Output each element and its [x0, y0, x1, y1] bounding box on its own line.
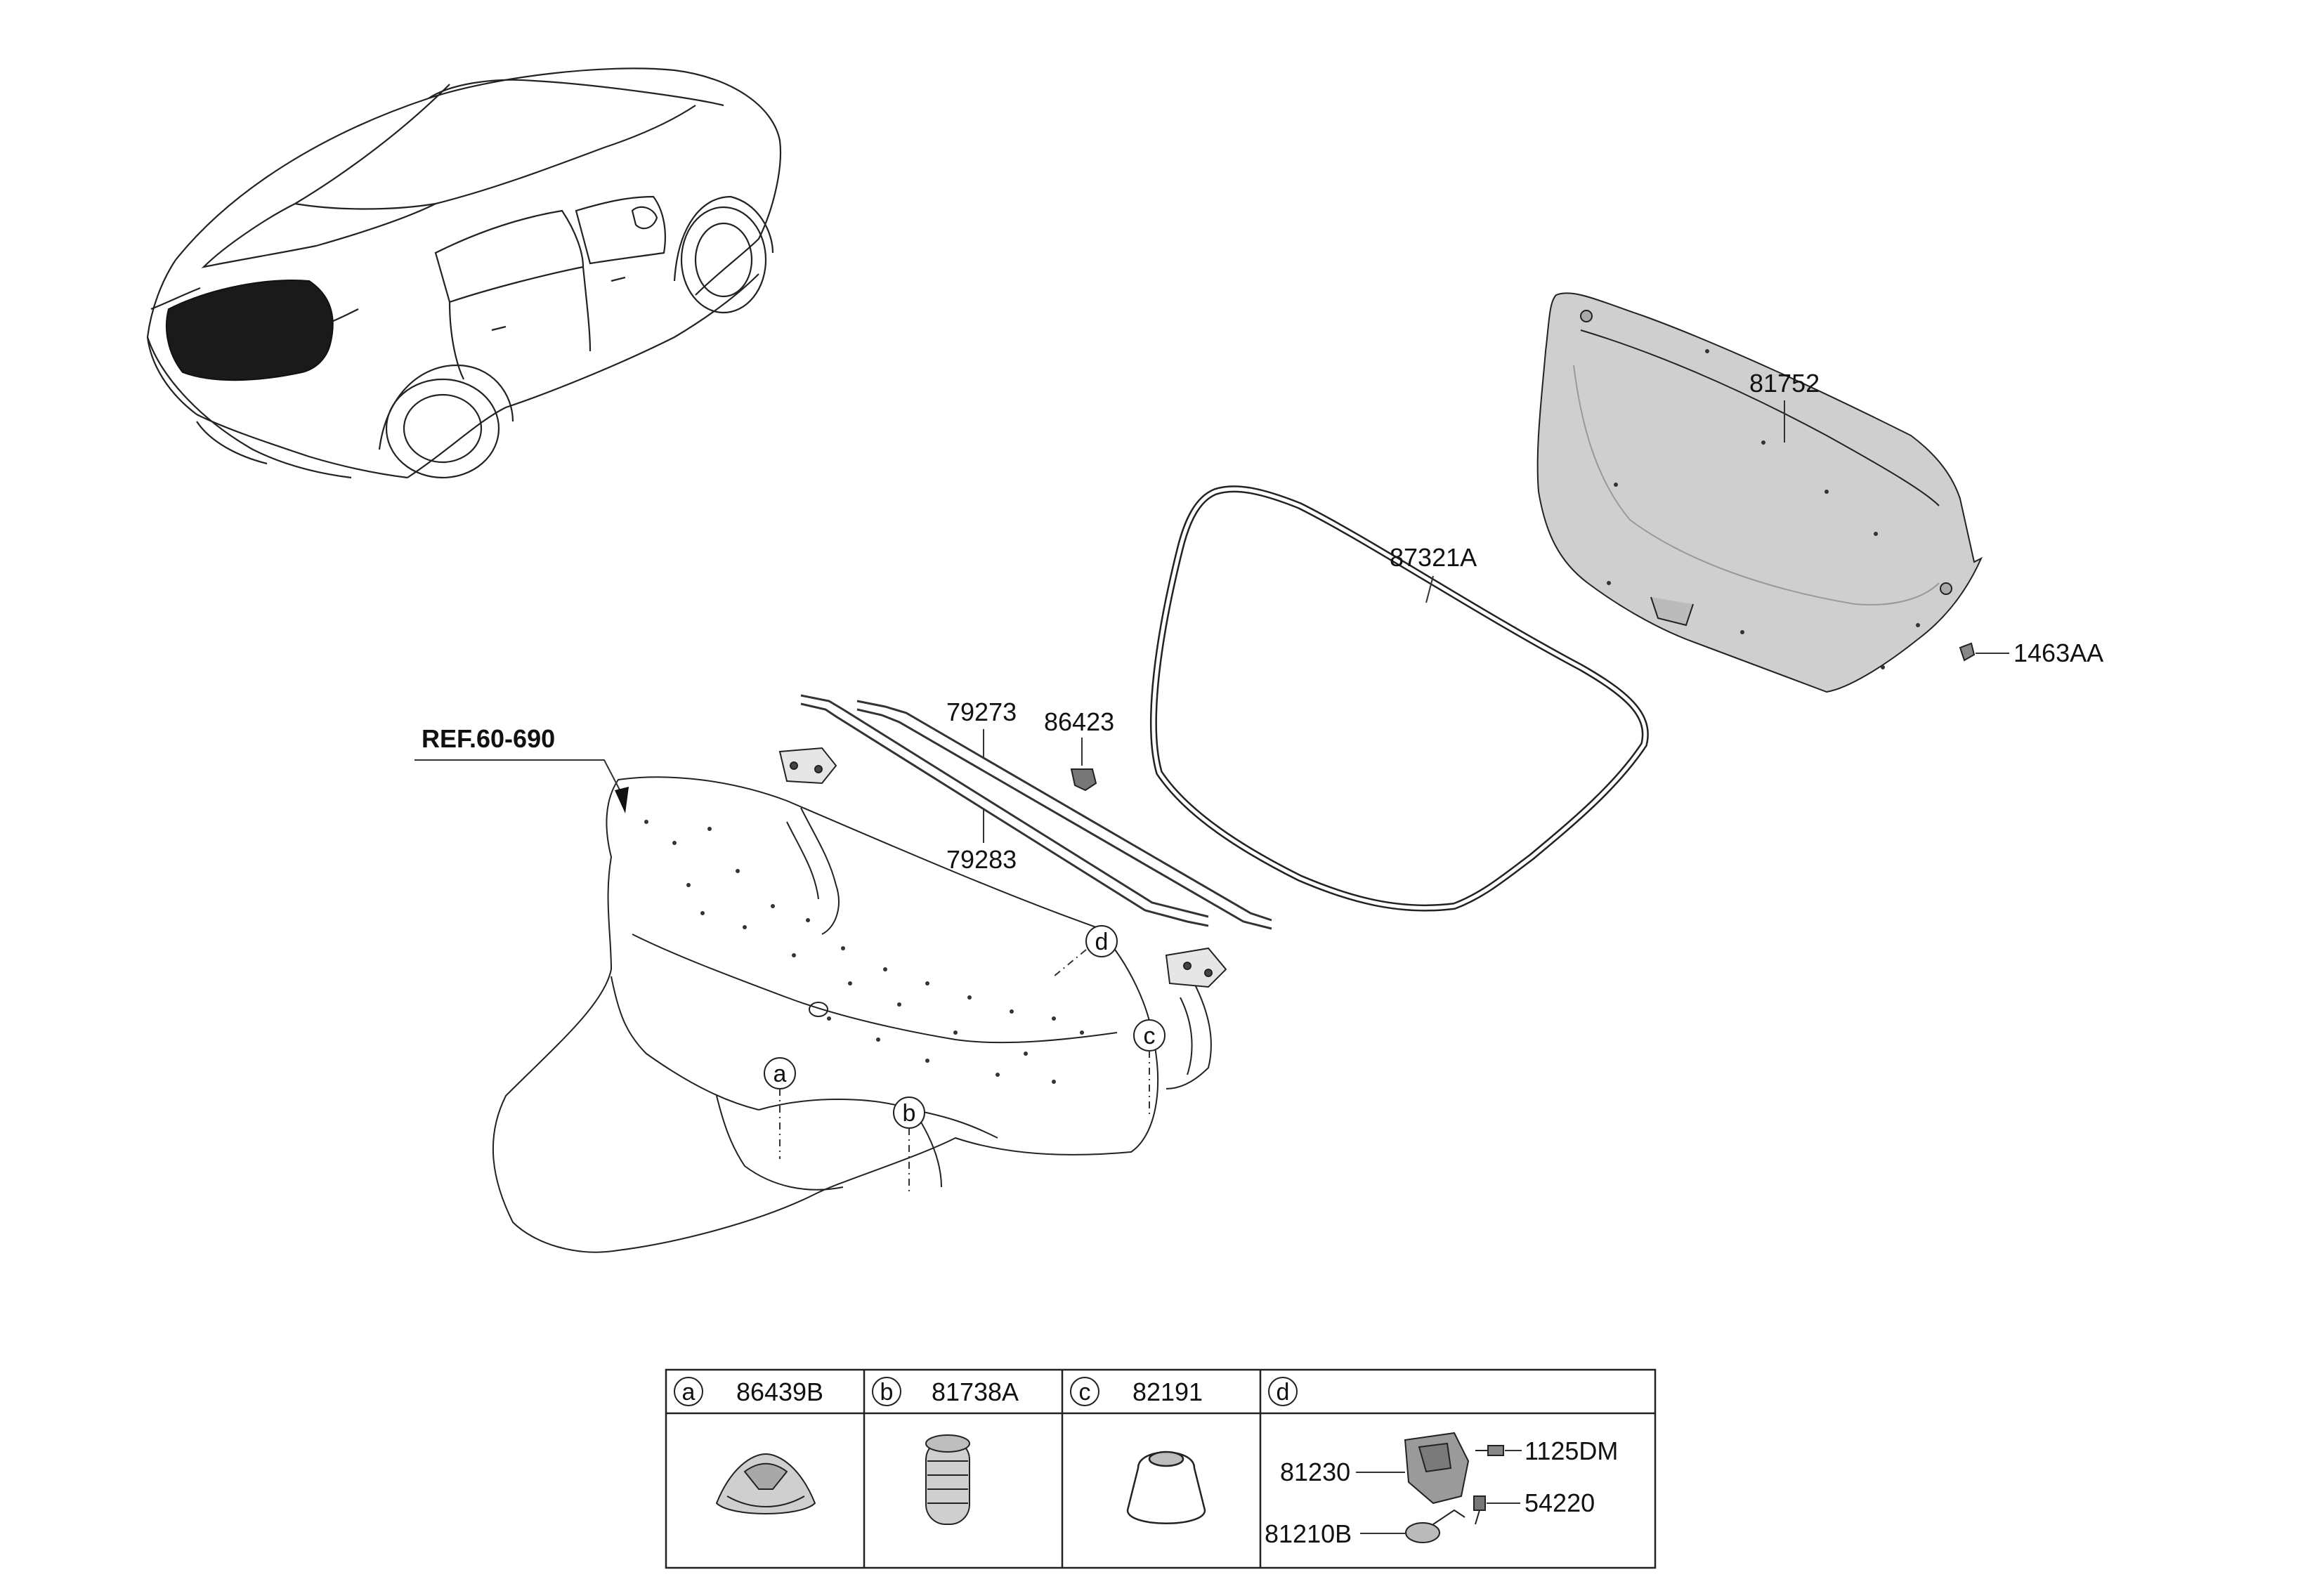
svg-text:d: d [1095, 929, 1109, 955]
lid-surface-holes [644, 820, 1084, 1084]
label-81210B: 81210B [1265, 1519, 1352, 1548]
legend-table [665, 1368, 1657, 1569]
torsion-rods [800, 694, 1272, 930]
label-79273: 79273 [946, 698, 1017, 726]
label-79283: 79283 [946, 845, 1017, 874]
part-81738A-illustration [925, 1434, 970, 1525]
label-86423: 86423 [1044, 707, 1114, 736]
ref-label: REF.60-690 [422, 724, 555, 753]
svg-text:d: d [1277, 1379, 1290, 1406]
svg-text:c: c [1079, 1379, 1091, 1406]
label-87321A: 87321A [1390, 543, 1477, 572]
svg-text:b: b [880, 1379, 894, 1406]
ref-leader [414, 759, 622, 794]
legend-header-b: b 81738A [872, 1377, 1019, 1406]
vehicle-overview-illustration [146, 67, 782, 479]
legend-header-a: a 86439B [674, 1377, 823, 1406]
legend-header-d: d [1268, 1377, 1298, 1406]
part-1125DM-illustration [1475, 1445, 1504, 1456]
trunk-lid-highlight [166, 280, 334, 381]
legend-part-b: 81738A [932, 1377, 1019, 1406]
svg-text:a: a [773, 1061, 787, 1087]
part-81230-illustration [1404, 1432, 1470, 1505]
label-54220: 54220 [1525, 1488, 1595, 1517]
bumper-86423-part [1070, 768, 1097, 792]
part-86439B-illustration [715, 1453, 816, 1514]
trunk-lid-drawing [492, 776, 1212, 1253]
label-81230: 81230 [1280, 1458, 1350, 1486]
hinge-bracket-left [778, 747, 837, 785]
legend-header-c: c 82191 [1070, 1377, 1203, 1406]
callout-c: c [1133, 1019, 1166, 1052]
legend-part-a: 86439B [736, 1377, 823, 1406]
svg-text:b: b [903, 1100, 916, 1127]
hinge-bracket-right [1165, 947, 1227, 988]
weatherstrip-87321A [1149, 485, 1649, 912]
callout-d: d [1085, 925, 1118, 957]
svg-text:c: c [1144, 1023, 1156, 1049]
lid-hole-large [809, 1002, 828, 1017]
callout-d-line [1053, 949, 1087, 977]
part-81210B-illustration [1405, 1509, 1465, 1543]
trim-panel-holes [1607, 349, 1920, 669]
part-54220-illustration [1473, 1495, 1486, 1525]
label-81752: 81752 [1749, 369, 1820, 398]
label-1125DM: 1125DM [1525, 1436, 1618, 1465]
part-82191-illustration [1126, 1451, 1206, 1524]
trunk-trim-panel-81752 [1536, 292, 1983, 693]
svg-text:a: a [682, 1379, 696, 1406]
label-1463AA: 1463AA [2013, 639, 2103, 667]
callout-a: a [764, 1057, 796, 1089]
leader-87321A [1425, 575, 1434, 603]
legend-part-c: 82191 [1132, 1377, 1203, 1406]
fastener-1463AA-part [1959, 642, 1976, 662]
ref-arrowhead [615, 787, 629, 813]
callout-b: b [893, 1096, 925, 1129]
